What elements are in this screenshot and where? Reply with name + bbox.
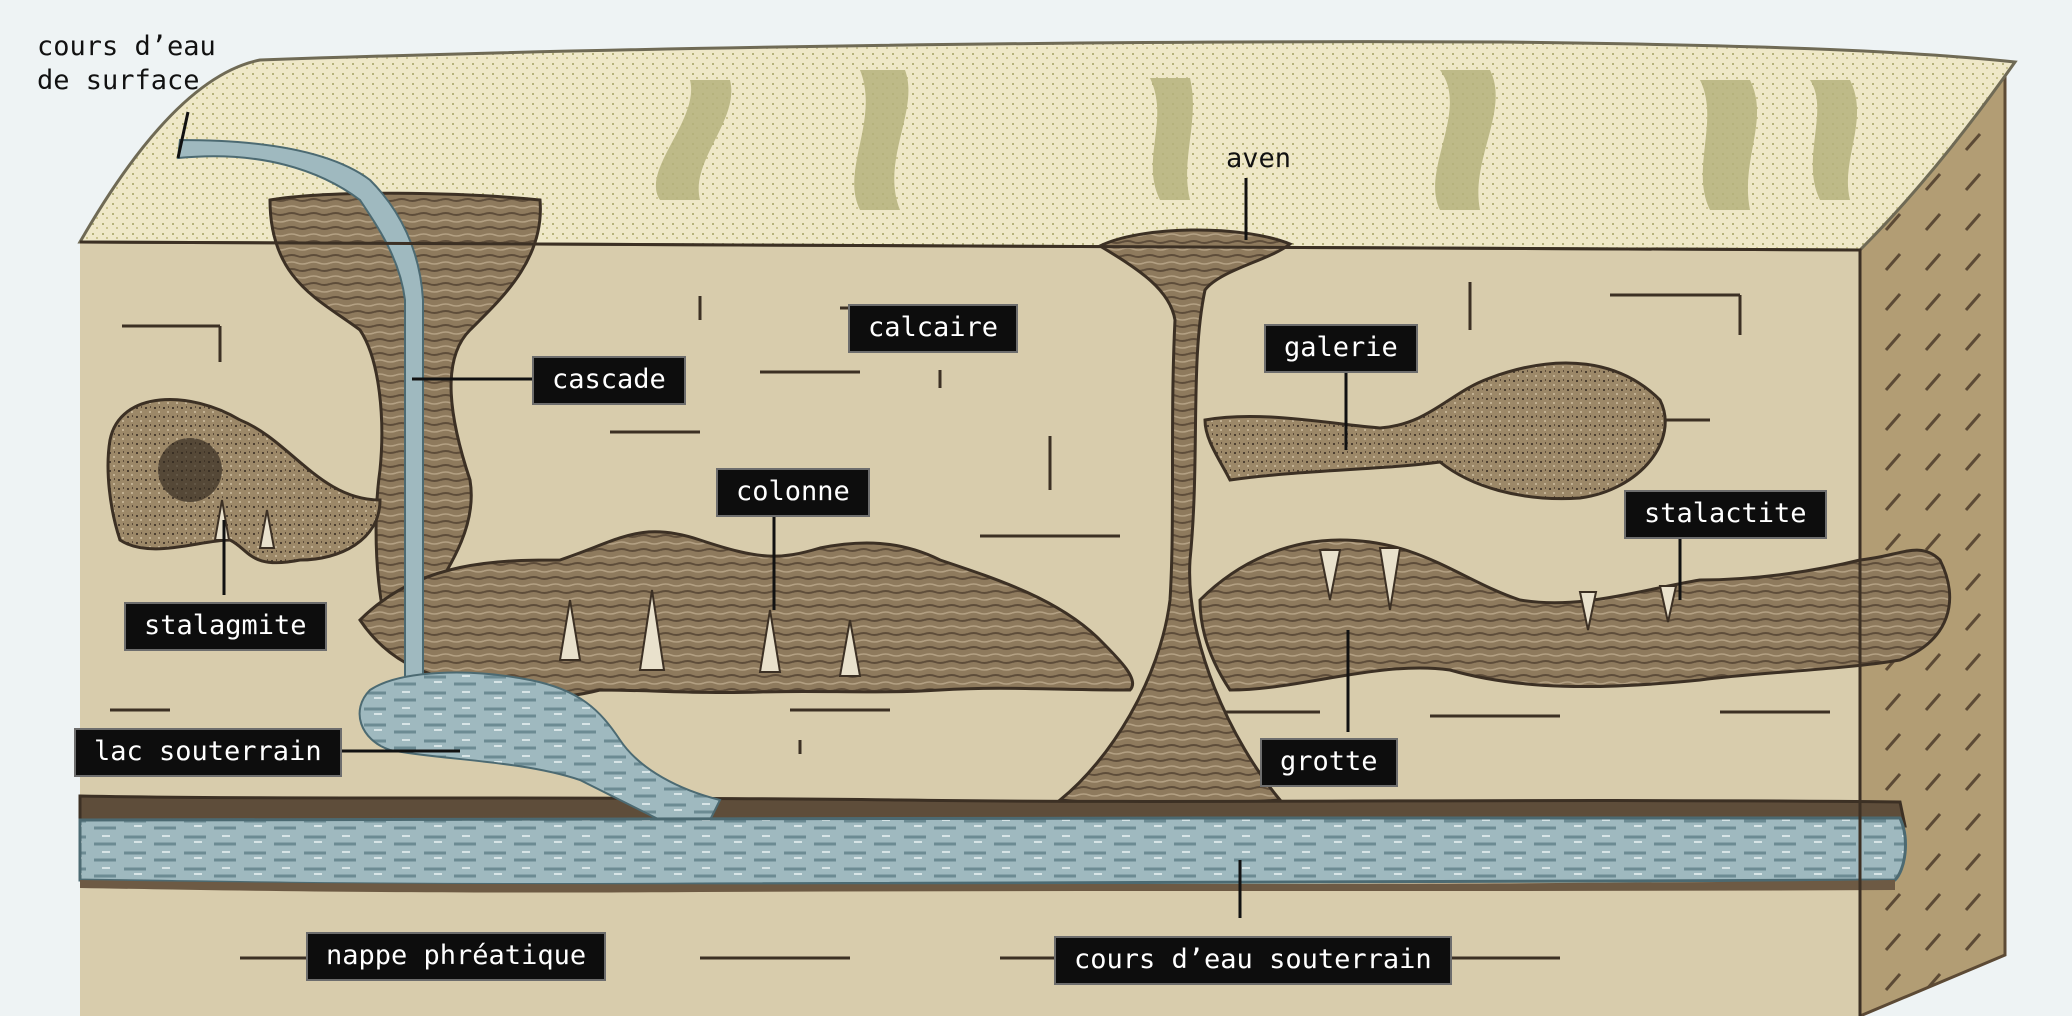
lac-souterrain-label: lac souterrain bbox=[74, 728, 342, 777]
surface-stream-label-line2: de surface bbox=[37, 64, 216, 98]
colonne-label: colonne bbox=[716, 468, 870, 517]
calcaire-label: calcaire bbox=[848, 304, 1018, 353]
underground-river bbox=[80, 817, 1905, 884]
stalagmite-label: stalagmite bbox=[124, 602, 327, 651]
stalactite-label: stalactite bbox=[1624, 490, 1827, 539]
galerie-label: galerie bbox=[1264, 324, 1418, 373]
grotte-label: grotte bbox=[1260, 738, 1398, 787]
surface-stream-label-line1: cours d’eau bbox=[37, 30, 216, 64]
cascade-label: cascade bbox=[532, 356, 686, 405]
cours-eau-souterrain-label: cours d’eau souterrain bbox=[1054, 936, 1452, 985]
aven-label: aven bbox=[1226, 142, 1291, 176]
surface-stream-label: cours d’eau de surface bbox=[37, 30, 216, 98]
nappe-phreatique-label: nappe phréatique bbox=[306, 932, 606, 981]
